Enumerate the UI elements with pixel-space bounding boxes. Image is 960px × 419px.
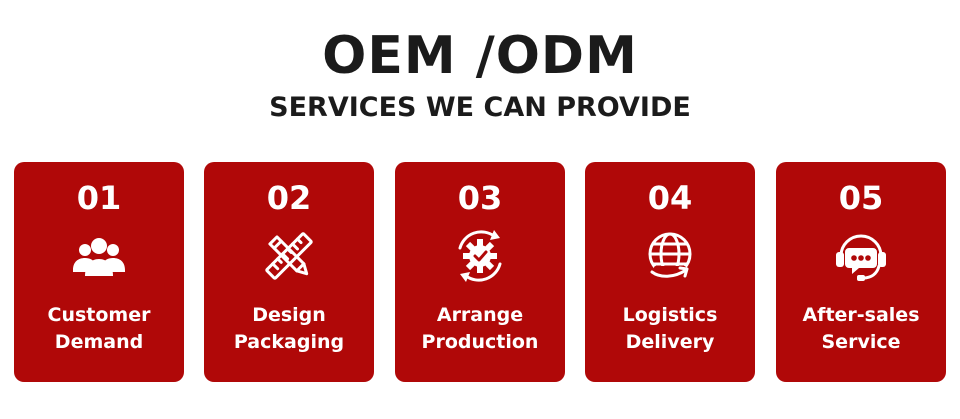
service-card-customer-demand: 01 Customer Demand	[14, 162, 184, 382]
page-title: OEM /ODM	[322, 26, 638, 86]
service-card-arrange-production: 03	[395, 162, 565, 382]
card-label: After-sales Service	[776, 302, 946, 356]
service-card-design-packaging: 02	[204, 162, 374, 382]
users-icon	[69, 226, 129, 286]
page-subtitle: SERVICES WE CAN PROVIDE	[269, 92, 691, 123]
card-label-line-1: Arrange	[436, 304, 524, 326]
globe-delivery-icon	[640, 226, 700, 286]
card-number: 02	[266, 179, 312, 217]
card-number: 05	[838, 179, 884, 217]
card-label-line-2: Production	[421, 331, 539, 353]
card-label-line-2: Demand	[54, 331, 144, 353]
card-label-line-1: After-sales	[802, 304, 920, 326]
card-label: Design Packaging	[204, 302, 374, 356]
card-label: Arrange Production	[395, 302, 565, 356]
headset-chat-icon	[831, 226, 891, 286]
service-cards: 01 Customer Demand 02	[14, 162, 946, 382]
card-label-line-2: Service	[821, 331, 901, 353]
card-label-line-1: Design	[252, 304, 326, 326]
service-card-logistics-delivery: 04 Logistics Delivery	[585, 162, 755, 382]
card-label: Customer Demand	[14, 302, 184, 356]
card-label-line-1: Customer	[47, 304, 151, 326]
card-number: 01	[76, 179, 122, 217]
pencil-ruler-icon	[259, 226, 319, 286]
card-number: 03	[457, 179, 503, 217]
card-label-line-2: Packaging	[233, 331, 345, 353]
service-card-after-sales-service: 05 After-sal	[776, 162, 946, 382]
card-label: Logistics Delivery	[585, 302, 755, 356]
card-number: 04	[647, 179, 693, 217]
card-label-line-2: Delivery	[625, 331, 715, 353]
gear-cycle-icon	[450, 226, 510, 286]
card-label-line-1: Logistics	[622, 304, 718, 326]
